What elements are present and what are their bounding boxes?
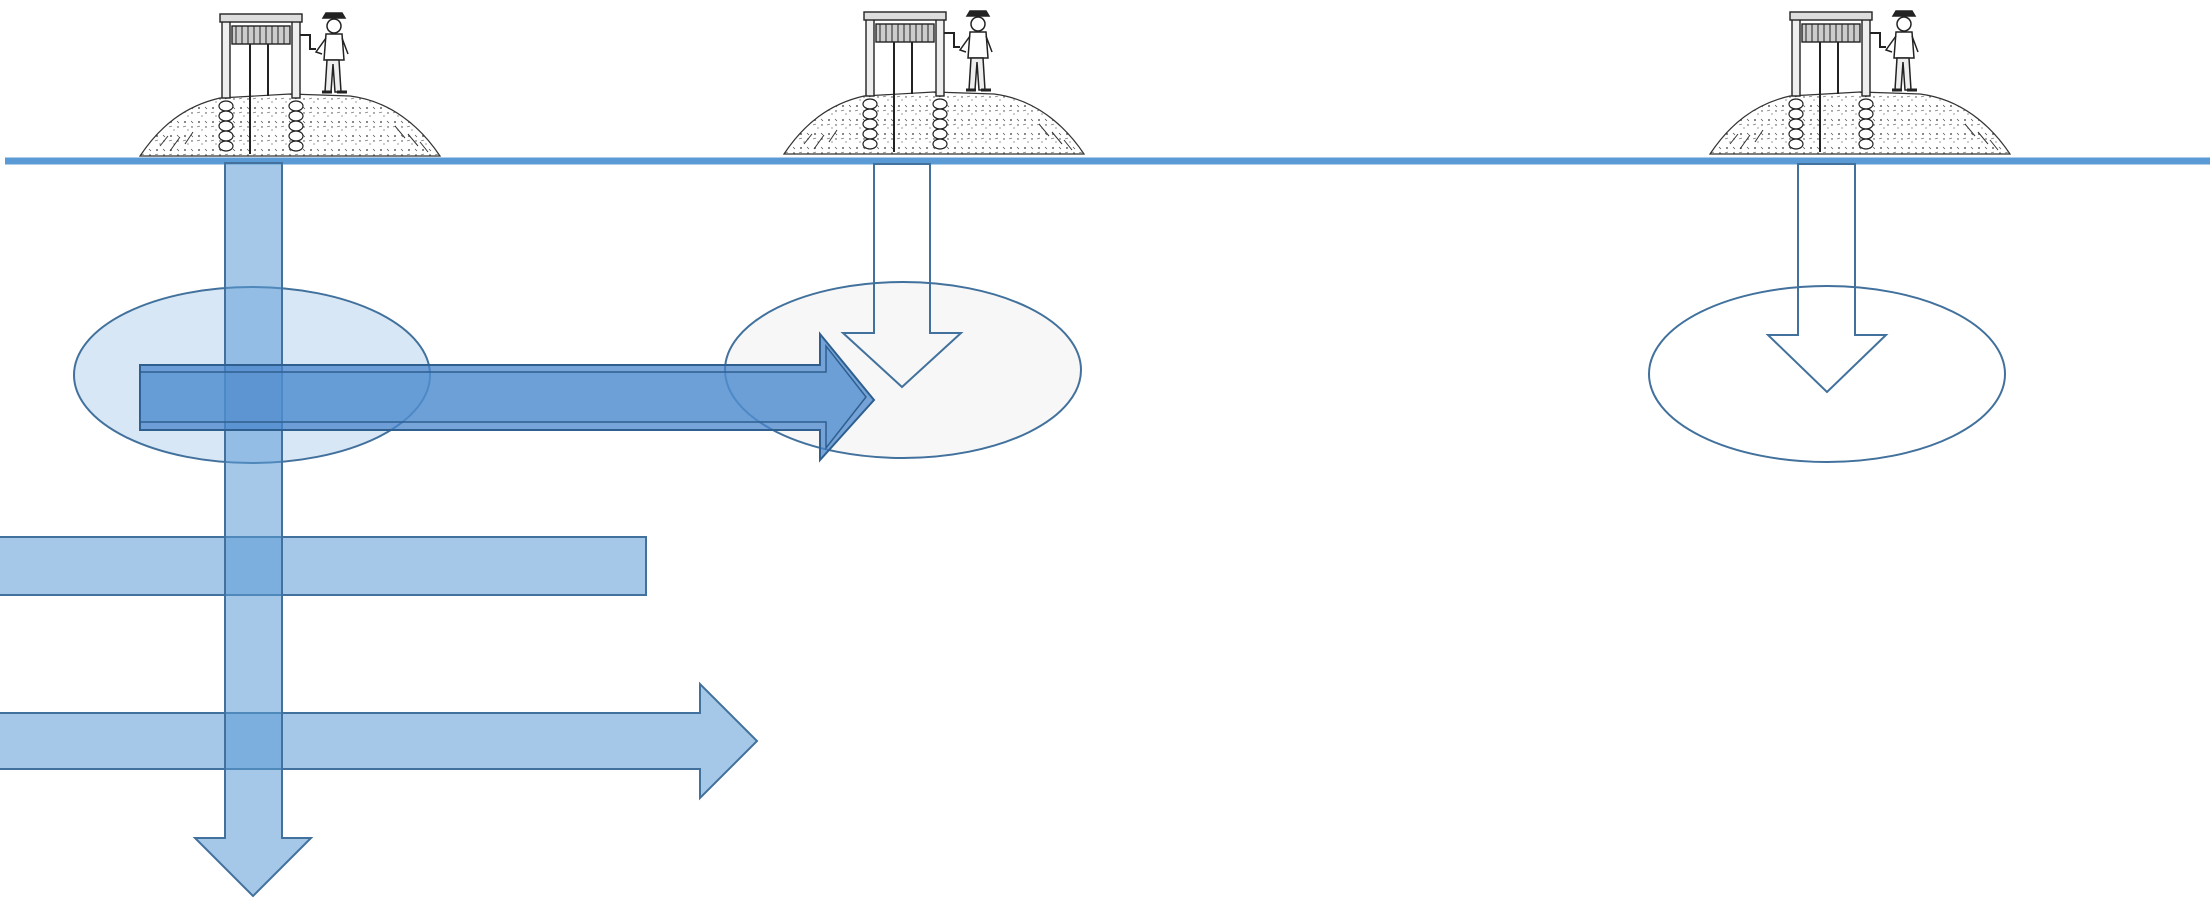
- ore-zone-3: [1648, 285, 2006, 463]
- mine-shaft-headframe-2: [782, 9, 1086, 156]
- mine-shaft-headframe-1: [138, 11, 442, 158]
- shaft-arrow-2: [840, 163, 964, 389]
- shaft-arrow-3: [1765, 163, 1889, 394]
- mine-shaft-headframe-3: [1708, 9, 2012, 156]
- vertical-shaft-arrow: [192, 162, 314, 898]
- horizontal-drift-arrow: [0, 681, 759, 801]
- connecting-arrow-inner: [139, 343, 867, 451]
- connecting-arrow: [139, 331, 876, 463]
- horizontal-bar: [0, 536, 647, 596]
